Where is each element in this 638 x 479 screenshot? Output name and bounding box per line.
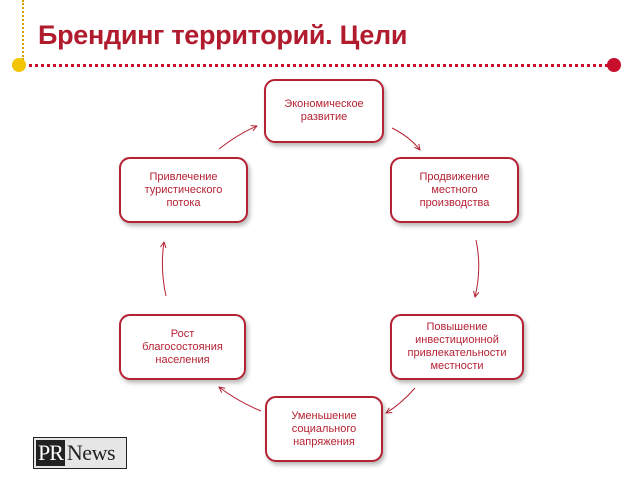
red-dot <box>607 58 621 72</box>
node-tourist-flow: Привлечение туристического потока <box>119 157 248 223</box>
logo-news-text: News <box>66 440 116 465</box>
node-label: Привлечение туристического потока <box>144 170 223 209</box>
arrow-3-to-4 <box>386 387 416 413</box>
node-label: Продвижение местного производства <box>419 170 490 209</box>
arrow-6-to-1 <box>218 126 257 150</box>
node-welfare-growth: Рост благосостояния населения <box>119 314 246 380</box>
page-title: Брендинг территорий. Цели <box>38 20 408 50</box>
vertical-dotted-line <box>22 0 24 60</box>
node-label: Повышение инвестиционной привлекательнос… <box>407 321 507 372</box>
node-label: Экономическое развитие <box>284 98 364 123</box>
node-investment-attractiveness: Повышение инвестиционной привлекательнос… <box>390 314 524 380</box>
arrow-5-to-6 <box>162 242 167 297</box>
node-local-production: Продвижение местного производства <box>390 157 519 223</box>
node-economic-development: Экономическое развитие <box>264 79 384 143</box>
yellow-dot <box>12 58 26 72</box>
node-label: Рост благосостояния населения <box>142 327 223 366</box>
horizontal-dotted-line <box>22 64 614 67</box>
node-social-tension: Уменьшение социального напряжения <box>265 396 383 462</box>
node-label: Уменьшение социального напряжения <box>291 409 357 448</box>
arrow-2-to-3 <box>475 239 479 297</box>
arrow-4-to-5 <box>219 387 262 412</box>
logo-pr-text: PR <box>36 440 65 466</box>
prnews-logo: PR News <box>33 437 127 469</box>
arrow-1-to-2 <box>391 127 420 150</box>
